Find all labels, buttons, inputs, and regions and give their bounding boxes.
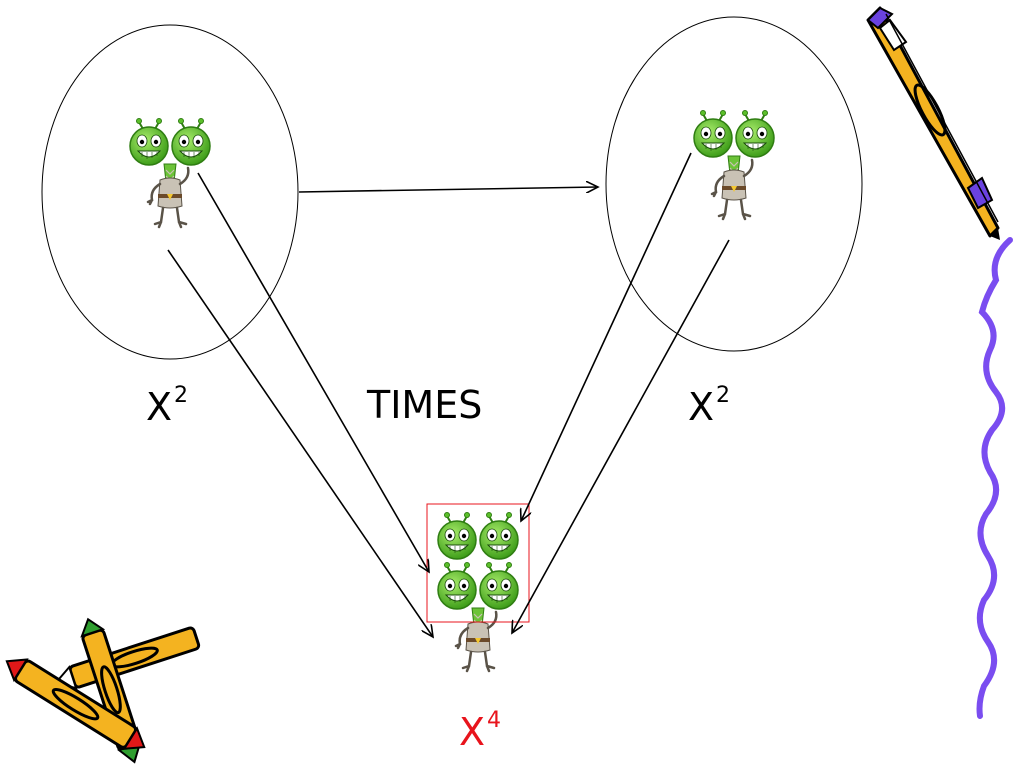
result-highlight-box (426, 503, 530, 623)
label-result-exponent: 4 (487, 708, 502, 733)
label-right-exponent: 2 (716, 383, 731, 408)
label-result-base: X (459, 710, 486, 754)
label-right-set: X2 (688, 383, 730, 429)
label-operator: TIMES (367, 383, 483, 427)
label-result: X4 (459, 708, 501, 754)
label-right-base: X (688, 385, 715, 429)
crayon-top-right-icon (866, 6, 1000, 240)
label-left-exponent: 2 (174, 383, 189, 408)
arrow-left-to-right (298, 187, 598, 192)
alien-right (694, 111, 774, 220)
squiggle-line (976, 237, 1013, 719)
arrow-right-body-to-result (512, 239, 730, 633)
left-set-ellipse (41, 24, 299, 360)
right-set-ellipse (605, 16, 863, 352)
alien-left (130, 119, 210, 228)
label-left-set: X2 (146, 383, 188, 429)
crayons-bottom-left-icon (5, 617, 201, 764)
label-left-base: X (146, 385, 173, 429)
arrow-left-head-to-result (197, 172, 429, 572)
arrow-right-head-to-result (521, 152, 692, 521)
arrow-left-body-to-result (167, 249, 433, 637)
alien-result (437, 511, 519, 673)
